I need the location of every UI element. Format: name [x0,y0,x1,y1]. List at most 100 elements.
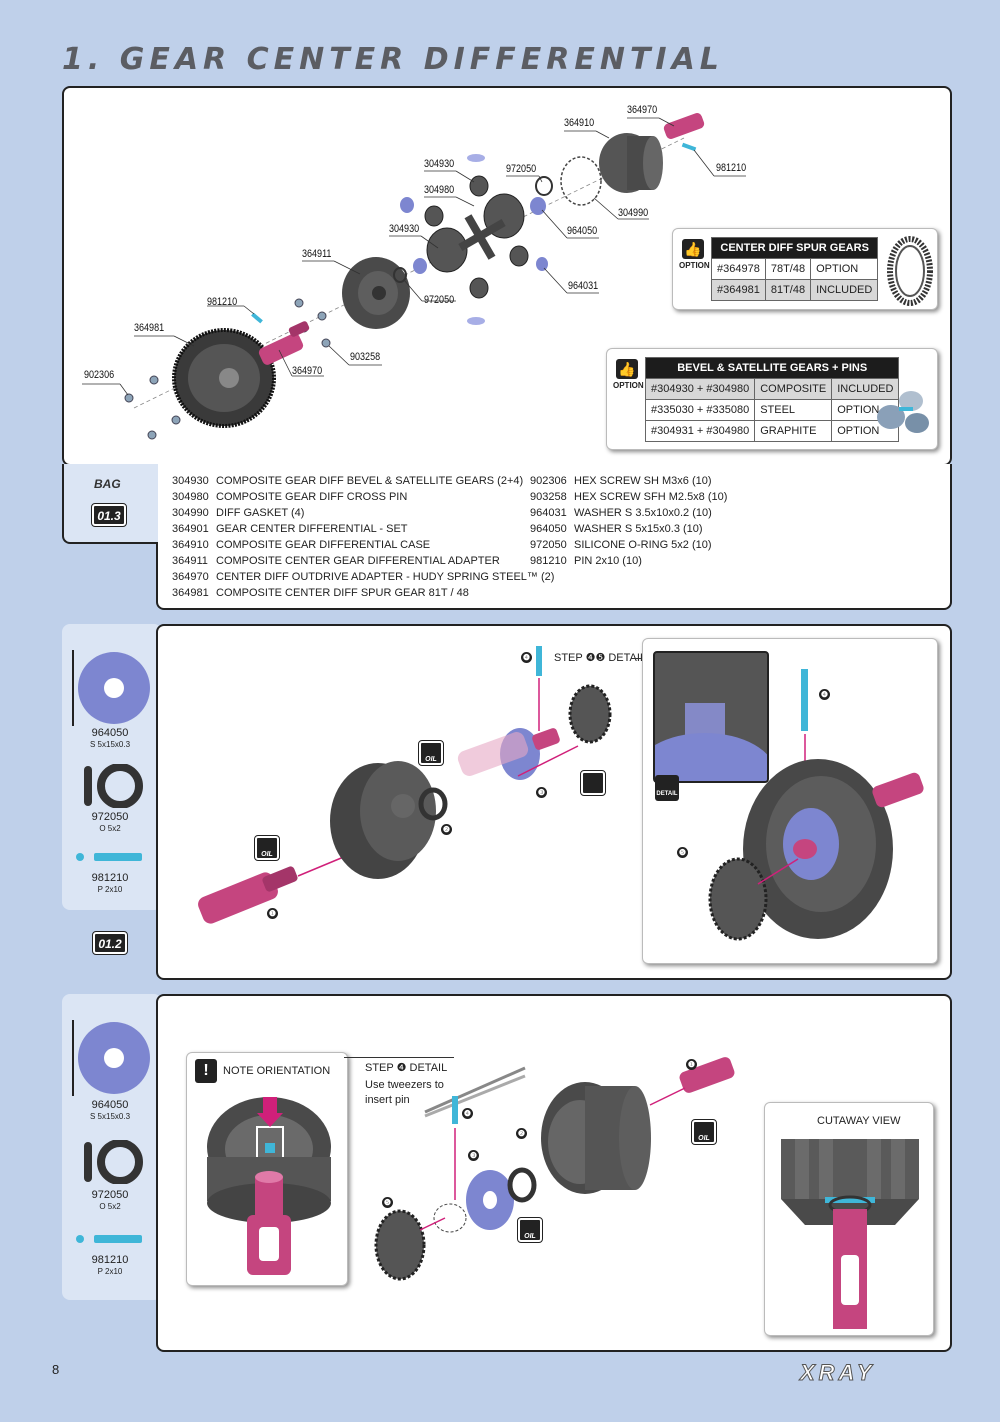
oil-icon: OIL [517,1217,543,1243]
step-number: ❸ [468,1150,479,1161]
oil-icon [580,770,606,796]
part-label: 964031 [568,280,599,292]
part-label: 304990 [618,207,649,219]
step-number: ❷ [516,1128,527,1139]
part-label: 364970 [292,365,323,377]
diff-case-icon [599,133,663,193]
step-number: ❸ [536,787,547,798]
outdrive-adapter-icon [198,866,298,924]
bevel-gear-table: BEVEL & SATELLITE GEARS + PINS #304930 +… [644,357,900,442]
pin-icon [76,1235,142,1243]
part-label: 902306 [84,369,115,381]
thumbs-up-icon: 👍 [682,239,704,259]
pin-icon [76,853,142,861]
thumbs-up-icon: 👍 [616,359,638,379]
cutaway-drawing [781,1139,919,1329]
step-number: ❷ [441,824,452,835]
spur-gear-icon [887,236,933,306]
part-label: 304980 [424,184,455,196]
part-label: 972050 [424,294,455,306]
parts-list-panel [156,464,952,610]
step-number: ❹ [462,1108,473,1119]
bevel-gear-set-icon [877,391,929,433]
oil-icon: OIL [418,740,444,766]
step-detail-label: STEP ❹❺ DETAIL [554,652,647,664]
part-label: 364910 [564,117,595,129]
page-number: 8 [52,1362,60,1377]
oil-icon: OIL [691,1119,717,1145]
page-title: 1. GEAR CENTER DIFFERENTIAL [62,42,724,77]
part-label: 964050 [567,225,598,237]
step-number: ❹ [819,689,830,700]
detail-leader [344,1057,454,1058]
step-number: ❶ [686,1059,697,1070]
step-number: ❺ [382,1197,393,1208]
option-badge: 👍 OPTION [613,359,644,390]
cross-pin-icon [458,214,506,260]
outdrive-adapter-icon [258,321,310,365]
part-label: 364911 [302,248,332,260]
o-ring-icon [84,1140,143,1184]
step2-detail-box: DETAIL ❹ ❺ [642,638,938,964]
case-orientation-drawing [207,1097,331,1275]
part-label: 304930 [424,158,455,170]
bag-label: BAG [94,477,121,491]
washer-icon [72,1020,150,1096]
side-bag-code-badge: 01.2 [92,931,128,955]
step3-detail-line1: Use tweezers to [365,1079,444,1091]
step3-detail-title: STEP ❹ DETAIL [365,1062,448,1074]
detail-assembly-drawing [708,669,924,941]
part-label: 364981 [134,322,165,334]
spur-gear-icon [172,328,276,428]
brand-logo: XRAY [800,1360,876,1386]
diff-adapter-icon [330,761,436,879]
step3-assembly-drawing [374,1057,735,1281]
part-label: 304930 [389,223,420,235]
note-orientation-label: NOTE ORIENTATION [223,1065,331,1077]
step-number: ❶ [267,908,278,919]
detail-inset [653,651,769,783]
part-label: 903258 [350,351,381,363]
step-number: ❹ [521,652,532,663]
zoom-detail-icon: DETAIL [655,775,679,801]
bevel-gear-option-box: 👍 OPTION BEVEL & SATELLITE GEARS + PINS … [606,348,938,450]
step3-detail-line2: insert pin [365,1094,410,1106]
bevel-table-title: BEVEL & SATELLITE GEARS + PINS [644,357,900,379]
diff-case-icon [541,1082,651,1194]
washer-icon [72,650,150,726]
part-label: 981210 [207,296,238,308]
part-label: 972050 [506,163,537,175]
step-number: ❺ [677,847,688,858]
oil-icon: OIL [254,835,280,861]
exploded-view-drawing [82,113,746,440]
note-orientation-box: ! NOTE ORIENTATION [186,1052,348,1286]
cutaway-view-label: CUTAWAY VIEW [817,1115,901,1127]
part-label: 364970 [627,104,658,116]
step2-assembly-drawing [198,646,612,924]
spur-table-title: CENTER DIFF SPUR GEARS [710,237,879,259]
